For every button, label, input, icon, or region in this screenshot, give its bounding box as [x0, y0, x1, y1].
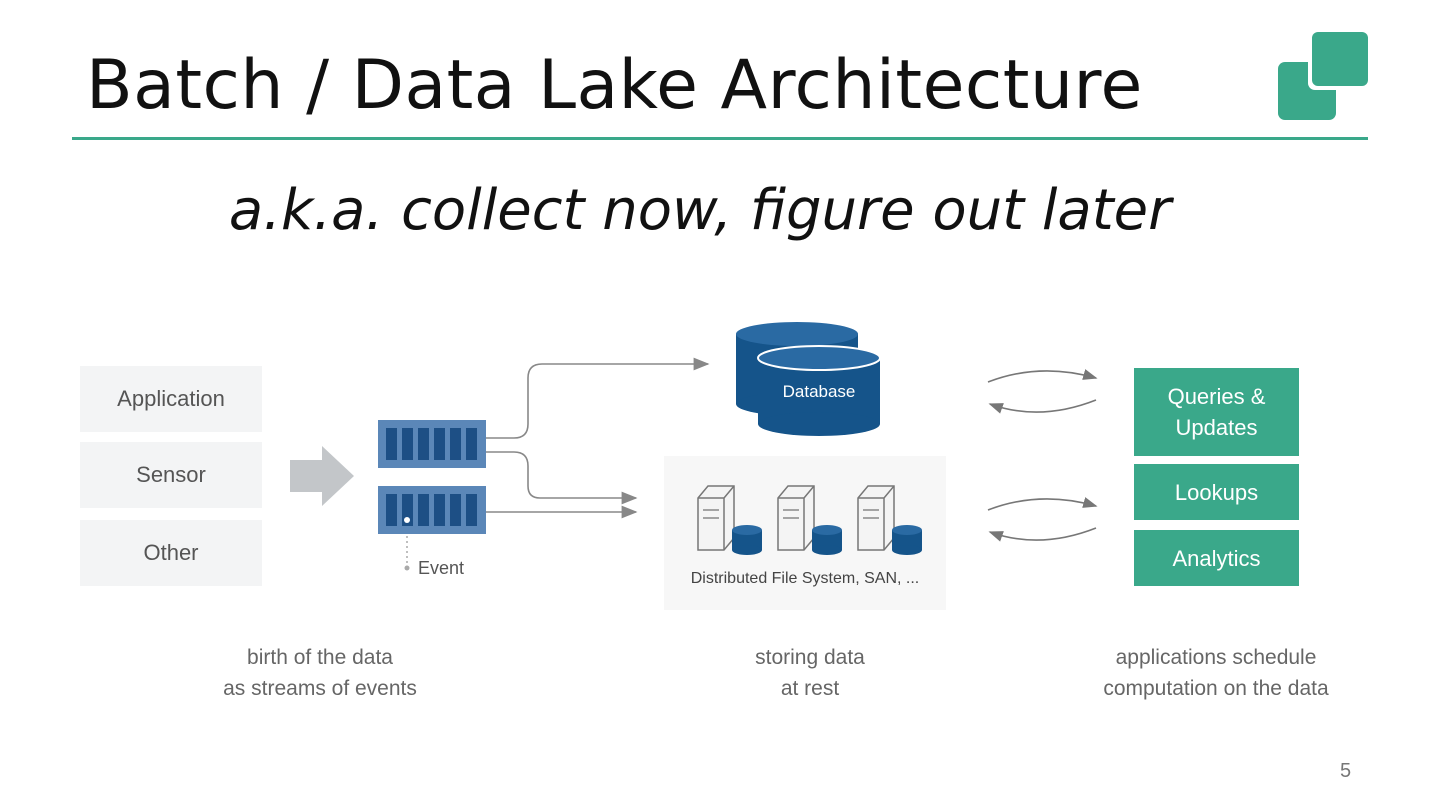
caption-birth: birth of the data as streams of events — [223, 646, 417, 700]
title-divider — [72, 137, 1368, 140]
slide-subtitle: a.k.a. collect now, figure out later — [228, 178, 1172, 243]
app-analytics: Analytics — [1134, 530, 1299, 586]
cycle-arrows-icon — [987, 369, 1098, 414]
page-number: 5 — [1340, 760, 1352, 782]
event-queue-icon — [378, 486, 486, 534]
source-sensor: Sensor — [80, 442, 262, 508]
source-other: Other — [80, 520, 262, 586]
diagram-graphics — [290, 322, 881, 571]
caption-applications: applications schedule computation on the… — [1103, 646, 1329, 700]
event-label: Event — [418, 558, 465, 578]
server-icon — [697, 485, 762, 555]
database-label: Database — [782, 382, 856, 401]
server-icon — [857, 485, 922, 555]
server-icon — [777, 485, 842, 555]
filesystem-label: Distributed File System, SAN, ... — [690, 570, 920, 587]
app-queries-updates: Queries & Updates — [1134, 368, 1299, 456]
database-icon — [736, 322, 881, 436]
big-arrow-icon — [290, 446, 354, 506]
source-application: Application — [80, 366, 262, 432]
server-graphics — [697, 369, 1098, 555]
architecture-diagram: Application Sensor Other — [0, 300, 1440, 720]
app-lookups: Lookups — [1134, 464, 1299, 520]
event-queue-icon — [378, 420, 486, 468]
cycle-arrows-icon — [987, 497, 1098, 542]
slide-title: Batch / Data Lake Architecture — [86, 46, 1143, 125]
caption-storing: storing data at rest — [755, 646, 865, 700]
logo-squares-icon — [1278, 32, 1368, 120]
